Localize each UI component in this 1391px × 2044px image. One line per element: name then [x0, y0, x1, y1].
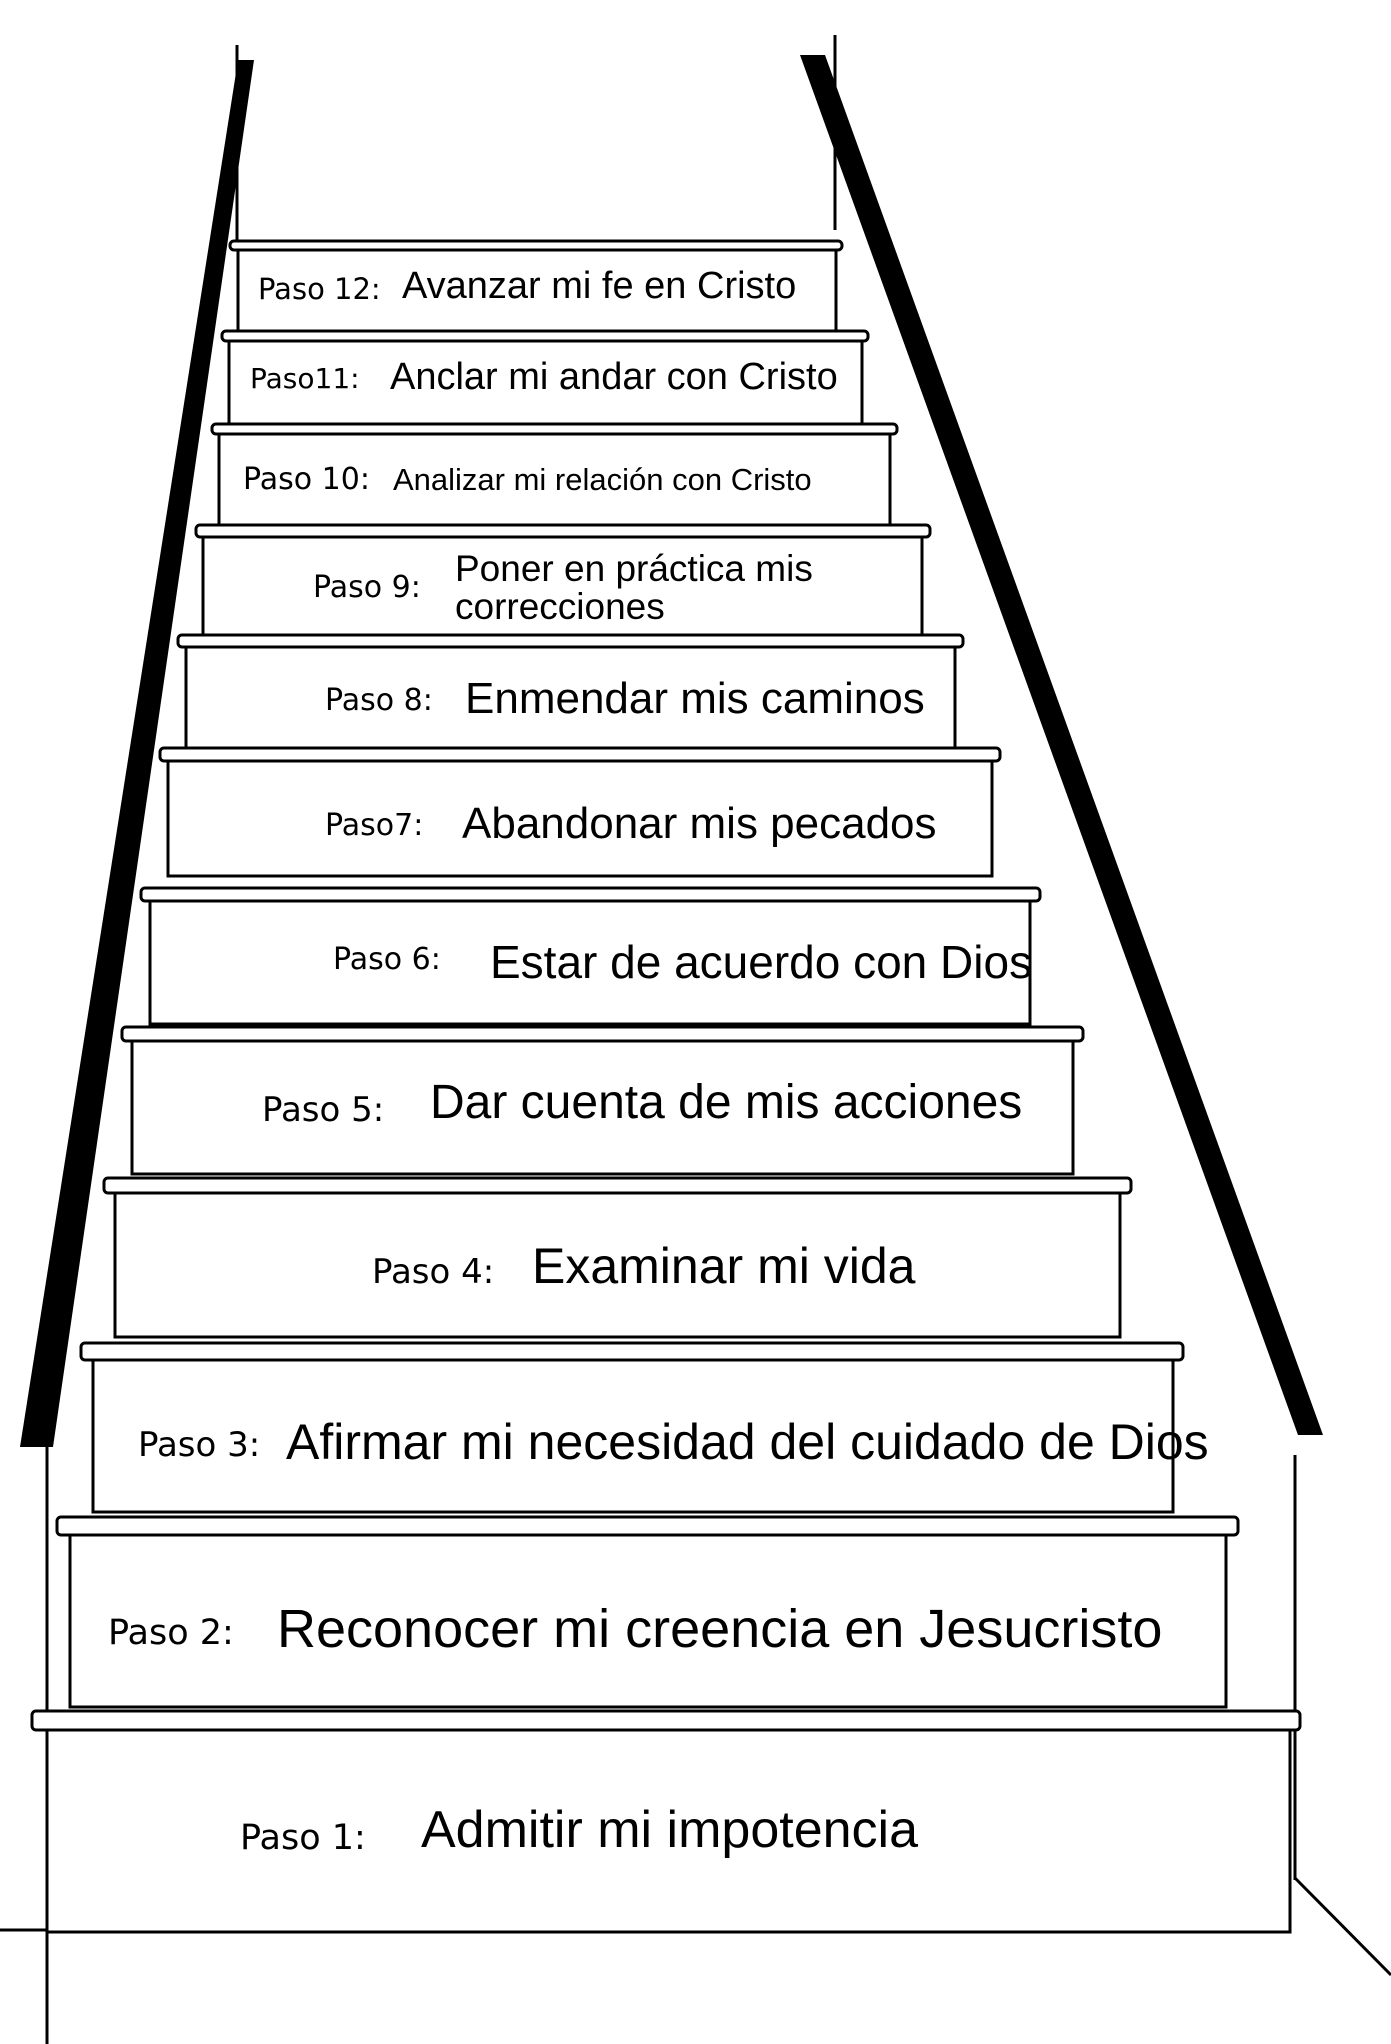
step-nosing	[196, 525, 930, 537]
step-label: Paso 8:	[325, 683, 433, 718]
step-nosing	[81, 1343, 1183, 1360]
step-label: Paso 6:	[333, 942, 441, 977]
step-nosing	[160, 748, 1000, 761]
step-nosing	[57, 1517, 1238, 1535]
step-title: Abandonar mis pecados	[462, 799, 937, 849]
step-title: Examinar mi vida	[532, 1237, 915, 1295]
step-title: Dar cuenta de mis acciones	[430, 1075, 1022, 1130]
step-title: Afirmar mi necesidad del cuidado de Dios	[286, 1413, 1209, 1471]
step-nosing	[230, 241, 842, 250]
step-title: Analizar mi relación con Cristo	[393, 462, 812, 498]
step-label: Paso 3:	[138, 1425, 260, 1465]
step-label: Paso7:	[325, 808, 423, 843]
step-title: Reconocer mi creencia en Jesucristo	[277, 1598, 1162, 1660]
step-nosing	[122, 1027, 1083, 1041]
step-nosing	[104, 1178, 1131, 1193]
step-label: Paso 1:	[240, 1818, 366, 1858]
step-nosing	[178, 635, 963, 647]
step-title: Admitir mi impotencia	[421, 1800, 918, 1860]
step-nosing	[212, 424, 897, 434]
step-label: Paso 12:	[258, 272, 381, 306]
step-title-continued: correcciones	[455, 586, 665, 628]
step-title: Avanzar mi fe en Cristo	[402, 265, 796, 308]
step-label: Paso 4:	[372, 1252, 494, 1292]
step-title: Anclar mi andar con Cristo	[390, 356, 838, 399]
step-title: Poner en práctica mis	[455, 548, 813, 590]
step-title: Estar de acuerdo con Dios	[490, 935, 1032, 989]
step-nosing	[141, 888, 1040, 901]
step-label: Paso 9:	[313, 570, 421, 605]
step-nosing	[32, 1711, 1300, 1730]
step-nosing	[222, 331, 868, 341]
step-label: Paso 10:	[243, 462, 370, 497]
step-label: Paso 2:	[108, 1613, 234, 1653]
step-label: Paso 5:	[262, 1090, 384, 1130]
floor-line-right	[1295, 1878, 1391, 1975]
step-label: Paso11:	[250, 362, 360, 395]
step-title: Enmendar mis caminos	[465, 674, 925, 724]
